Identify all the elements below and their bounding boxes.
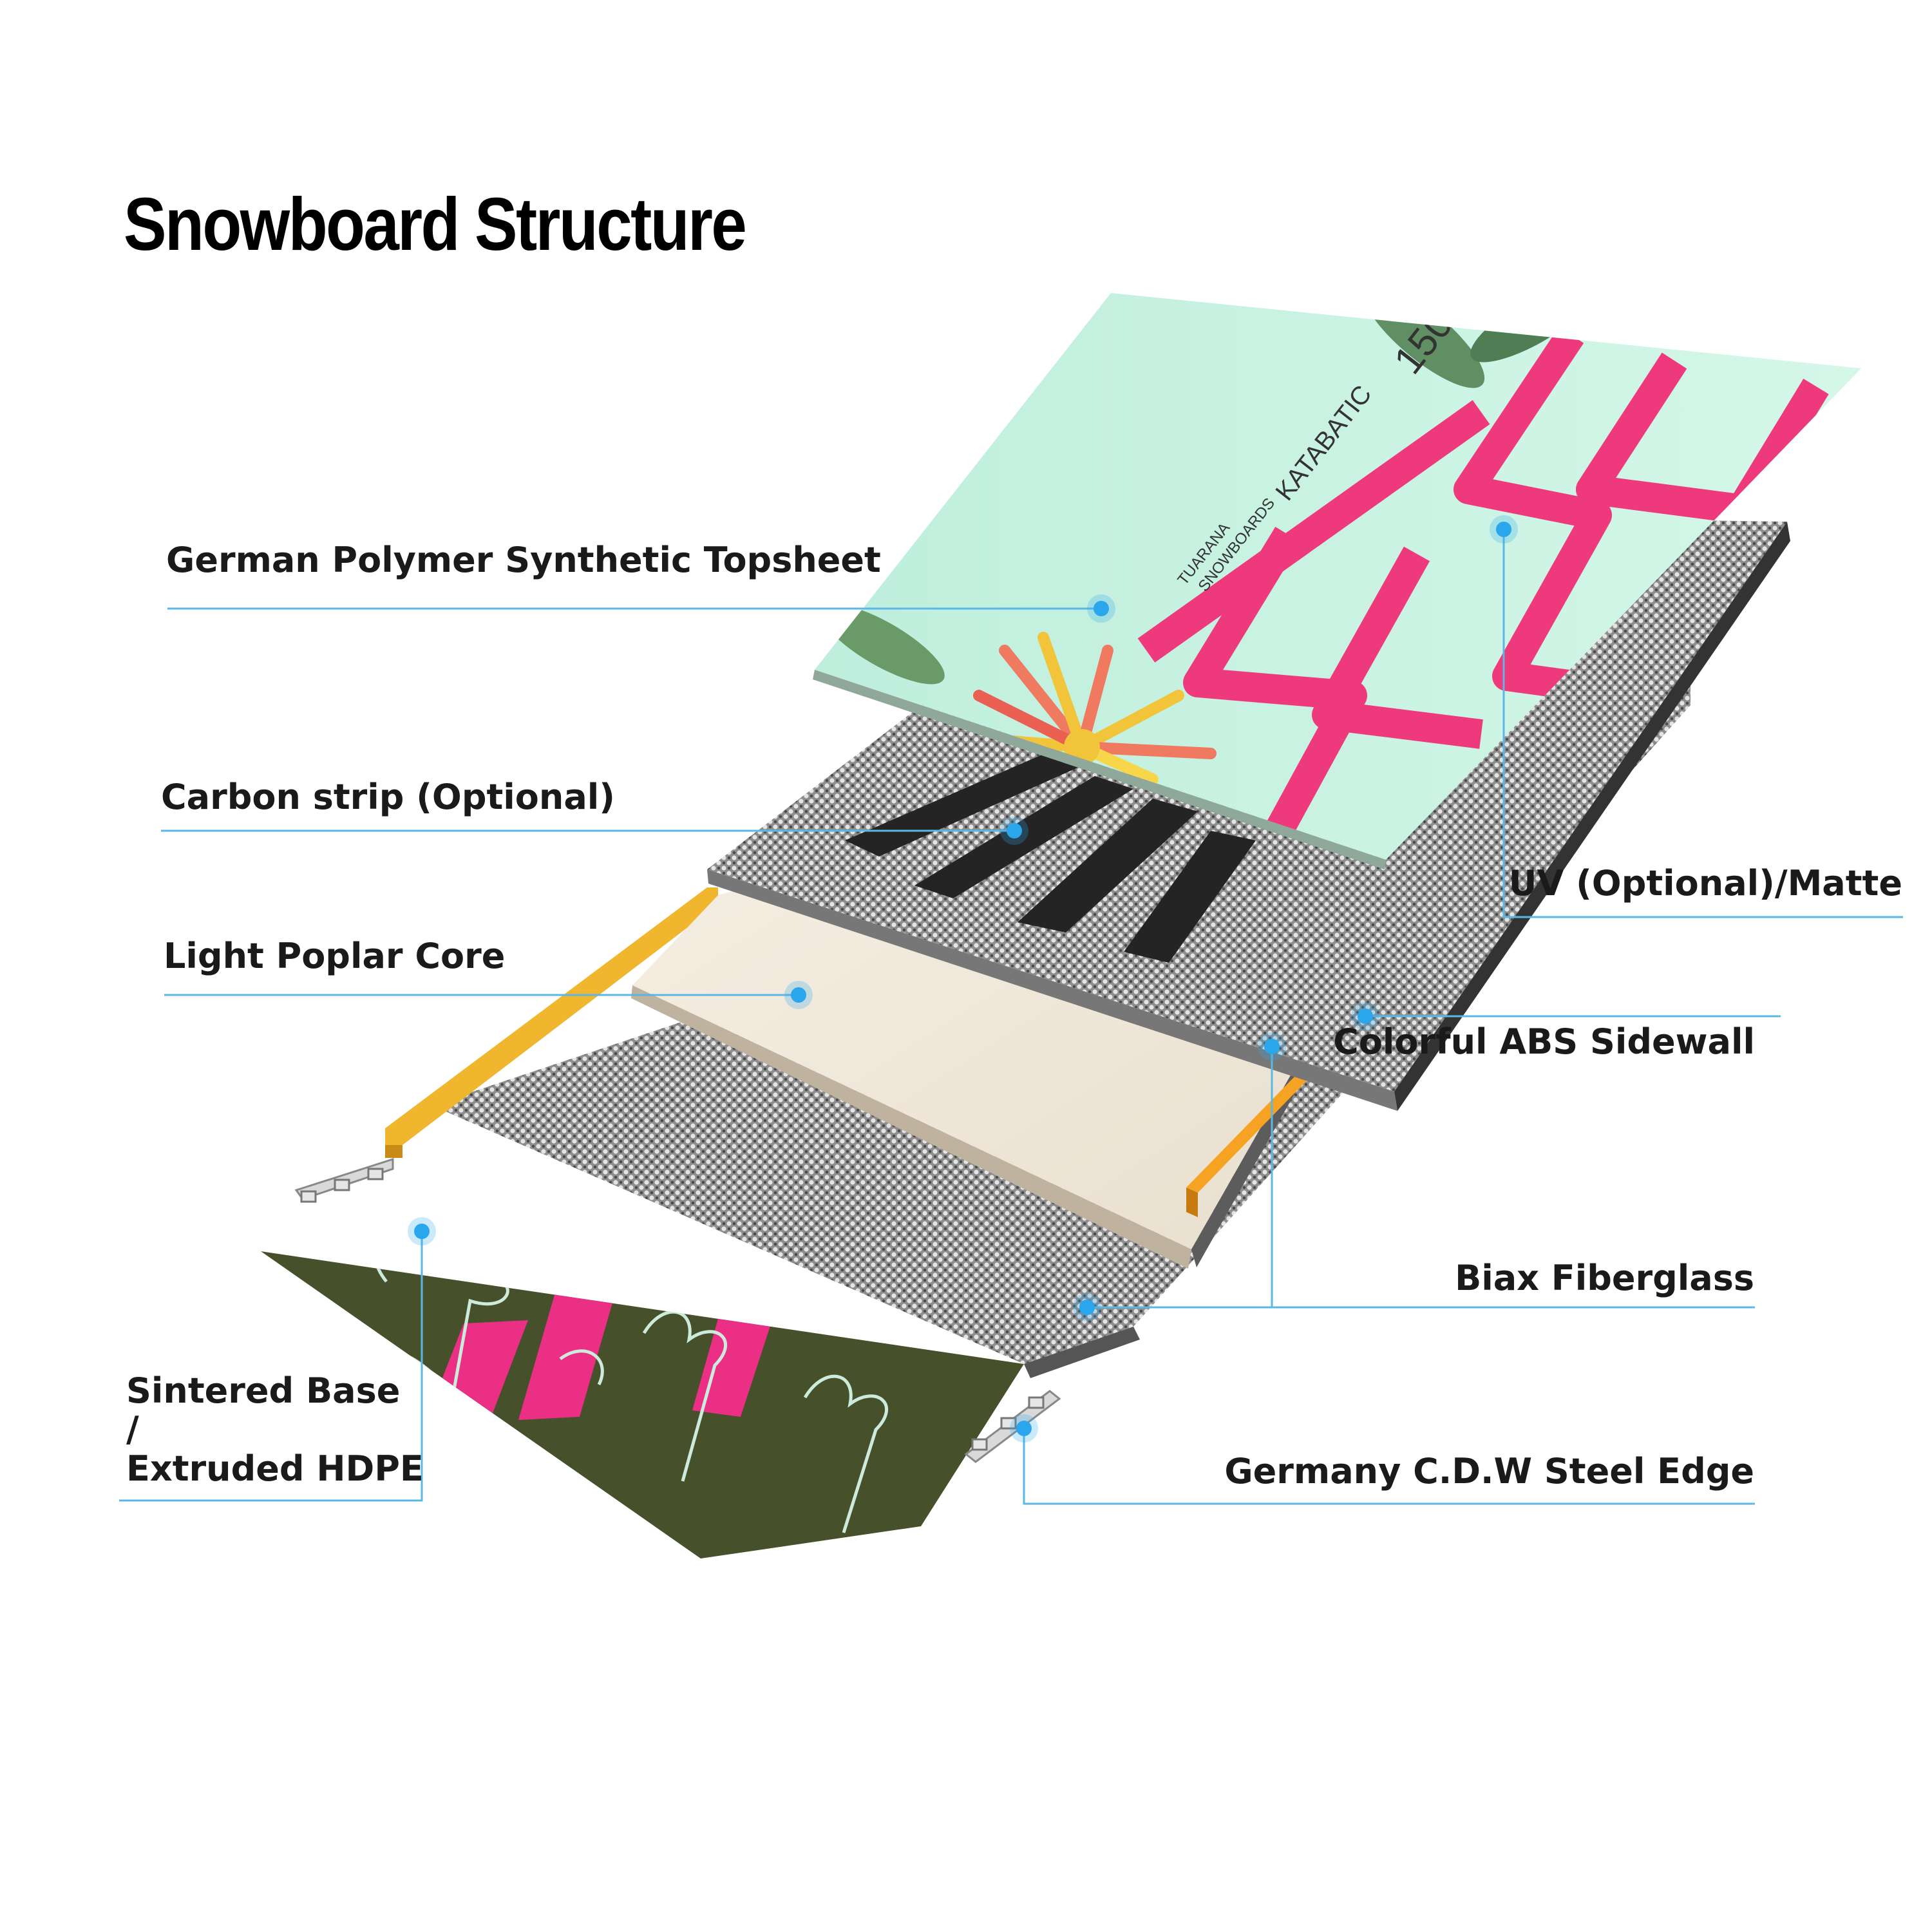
marker-topsheet (1087, 594, 1115, 623)
topsheet-layer: TUARANA SNOWBOARDS KATABATIC 150W (813, 293, 1861, 869)
label-base-line2: / (126, 1409, 139, 1450)
marker-base (408, 1217, 436, 1245)
topsheet-flower (973, 632, 1217, 785)
marker-carbon-strip (1000, 817, 1028, 845)
markers (408, 515, 1518, 1443)
marker-steel-edge (1010, 1414, 1038, 1443)
label-base: Sintered Base / Extruded HDPE (126, 1370, 424, 1489)
topsheet-pink-graphic (1137, 327, 1829, 845)
page-title: Snowboard Structure (124, 182, 747, 266)
abs-sidewall-left (385, 887, 718, 1158)
carbon-strips (845, 746, 1256, 963)
marker-sidewall (1351, 1002, 1379, 1030)
label-sidewall: Colorful ABS Sidewall (1333, 1021, 1755, 1062)
marker-fiberglass-lower (1073, 1293, 1101, 1321)
label-base-line3: Extruded HDPE (126, 1448, 424, 1489)
label-core: Light Poplar Core (164, 936, 506, 976)
marker-uv (1490, 515, 1518, 544)
label-fiberglass: Biax Fiberglass (1455, 1258, 1754, 1298)
label-steel-edge: Germany C.D.W Steel Edge (1224, 1451, 1754, 1492)
label-carbon-strip: Carbon strip (Optional) (161, 777, 615, 817)
leader-lines (119, 529, 1903, 1505)
steel-edge (294, 1157, 1061, 1463)
label-topsheet: German Polymer Synthetic Topsheet (166, 540, 881, 580)
marker-fiberglass-upper (1258, 1032, 1286, 1061)
label-base-line1: Sintered Base (126, 1370, 401, 1411)
label-uv: UV (Optional)/Matte (1508, 863, 1902, 904)
marker-core (784, 981, 813, 1009)
